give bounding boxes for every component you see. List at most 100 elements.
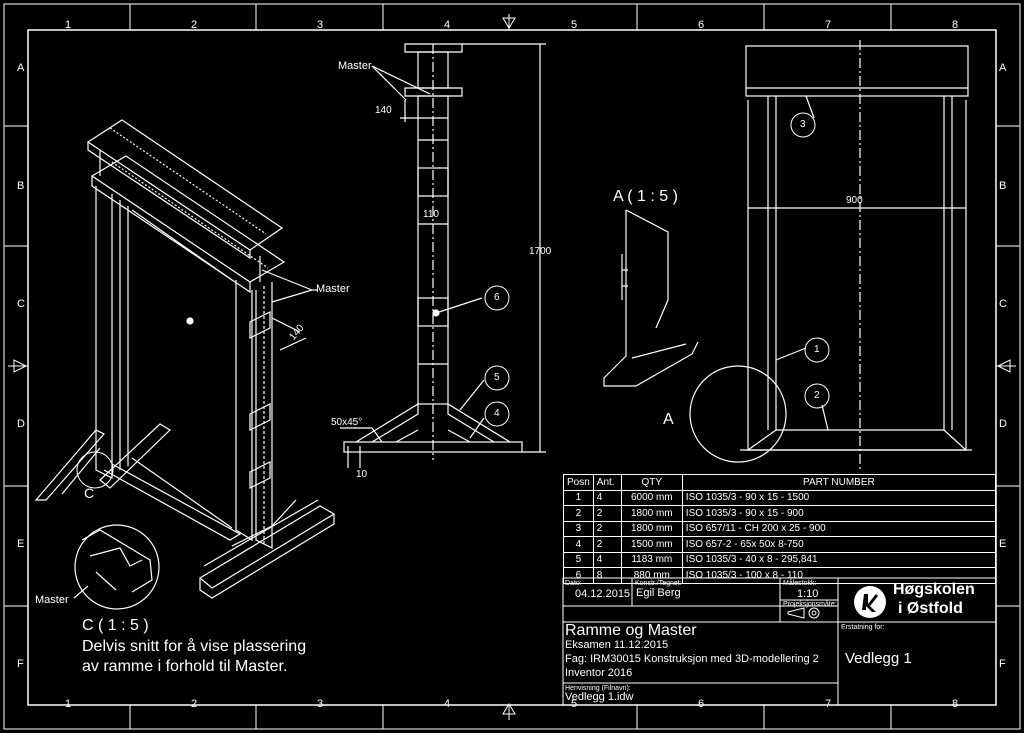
side-dim-1700: 1700 <box>529 246 552 257</box>
zone-row-e-right: E <box>999 538 1007 550</box>
parts-list-header: Posn Ant. QTY PART NUMBER <box>563 474 997 491</box>
cell-part-number: ISO 1035/3 - 40 x 8 - 295,841 <box>681 551 997 568</box>
header-qty: QTY <box>620 474 683 491</box>
cell-part-number: ISO 1035/3 - 100 x 8 - 110 <box>681 567 997 584</box>
detail-note-line1: Delvis snitt for å vise plassering <box>82 638 307 655</box>
section-a-view <box>603 209 699 387</box>
cell-part-number: ISO 657-2 - 65x 50x 8-750 <box>681 536 997 553</box>
centering-marks <box>8 14 1016 720</box>
zone-col-7-bottom: 7 <box>825 698 832 710</box>
side-dim-140: 140 <box>375 105 392 116</box>
projection-label: Projeksjonsmåte: <box>783 601 837 608</box>
zone-row-b-left: B <box>17 180 25 192</box>
cell-qty: 6000 mm <box>620 489 683 506</box>
zone-col-8-bottom: 8 <box>952 698 959 710</box>
zone-row-f-left: F <box>17 658 24 670</box>
zone-col-1-bottom: 1 <box>65 698 72 710</box>
zone-col-2-top: 2 <box>191 19 198 31</box>
zone-row-c-right: C <box>999 298 1007 310</box>
detail-c-view <box>73 524 160 610</box>
reference-label: Henvisning (Filnavn): <box>565 685 631 692</box>
detail-note-line2: av ramme i forhold til Master. <box>82 658 288 675</box>
zone-col-5-bottom: 5 <box>571 698 578 710</box>
cell-part-number: ISO 657/11 - CH 200 x 25 - 900 <box>681 520 997 537</box>
front-view <box>689 40 972 470</box>
cell-posn: 3 <box>563 520 594 537</box>
cell-ant: 4 <box>592 489 622 506</box>
cell-qty: 1800 mm <box>620 520 683 537</box>
zone-ticks <box>4 4 1020 729</box>
exam-line: Eksamen 11.12.2015 <box>565 639 669 651</box>
detail-master-label: Master <box>35 594 69 606</box>
filename-value: Vedlegg 1.idw <box>565 691 634 703</box>
cell-posn: 1 <box>563 489 594 506</box>
zone-row-f-right: F <box>999 658 1006 670</box>
zone-col-3-top: 3 <box>317 19 324 31</box>
cell-ant: 8 <box>592 567 622 584</box>
projection-symbol <box>787 607 820 619</box>
balloon-4: 4 <box>494 408 500 419</box>
cell-ant: 2 <box>592 520 622 537</box>
cell-ant: 4 <box>592 551 622 568</box>
zone-row-b-right: B <box>999 180 1007 192</box>
cell-qty: 1500 mm <box>620 536 683 553</box>
designer-value: Egil Berg <box>636 587 681 599</box>
iso-detail-letter: C <box>84 485 95 501</box>
outer-frame <box>3 3 1021 730</box>
zone-col-6-bottom: 6 <box>698 698 705 710</box>
date-label: Dato: <box>565 580 582 587</box>
inner-frame <box>27 29 997 706</box>
header-ant: Ant. <box>592 474 622 491</box>
cell-qty: 1183 mm <box>620 551 683 568</box>
cell-part-number: ISO 1035/3 - 90 x 15 - 1500 <box>681 489 997 506</box>
cell-ant: 2 <box>592 536 622 553</box>
zone-col-7-top: 7 <box>825 19 832 31</box>
front-dim-900: 900 <box>846 195 863 206</box>
section-title: A ( 1 : 5 ) <box>613 188 678 205</box>
course-line: Fag: IRM30015 Konstruksjon med 3D-modell… <box>565 653 819 665</box>
cell-posn: 4 <box>563 536 594 553</box>
zone-row-a-right: A <box>999 62 1007 74</box>
zone-col-1-top: 1 <box>65 19 72 31</box>
zone-col-6-top: 6 <box>698 19 705 31</box>
zone-row-c-left: C <box>17 298 25 310</box>
side-dim-110: 110 <box>423 209 439 220</box>
balloons <box>484 112 830 427</box>
scale-label: Målestokk: <box>783 580 817 587</box>
zone-col-4-bottom: 4 <box>444 698 451 710</box>
balloon-6: 6 <box>494 292 500 303</box>
header-part-number: PART NUMBER <box>681 474 997 491</box>
zone-row-a-left: A <box>17 62 25 74</box>
zone-col-3-bottom: 3 <box>317 698 324 710</box>
cell-ant: 2 <box>592 505 622 522</box>
drawing-title: Ramme og Master <box>565 622 697 639</box>
side-dim-10: 10 <box>356 469 368 480</box>
cell-posn: 5 <box>563 551 594 568</box>
zone-row-e-left: E <box>17 538 25 550</box>
sheet-name: Vedlegg 1 <box>845 650 912 667</box>
header-posn: Posn <box>563 474 594 491</box>
balloon-5: 5 <box>494 372 500 383</box>
school-name-line1: Høgskolen <box>893 581 975 598</box>
school-name-line2: i Østfold <box>898 600 963 617</box>
school-logo <box>854 586 886 618</box>
balloon-3: 3 <box>800 119 806 130</box>
side-chamfer: 50x45° <box>331 417 363 428</box>
cell-qty: 1800 mm <box>620 505 683 522</box>
scale-value: 1:10 <box>797 588 819 600</box>
detail-title: C ( 1 : 5 ) <box>82 617 149 634</box>
designer-label: Konstr./Tegnet: <box>635 580 682 587</box>
section-letter: A <box>663 411 674 428</box>
zone-col-4-top: 4 <box>444 19 451 31</box>
balloon-1: 1 <box>814 344 820 355</box>
side-master-label: Master <box>338 60 372 72</box>
balloon-2: 2 <box>814 390 820 401</box>
date-value: 04.12.2015 <box>575 588 631 600</box>
